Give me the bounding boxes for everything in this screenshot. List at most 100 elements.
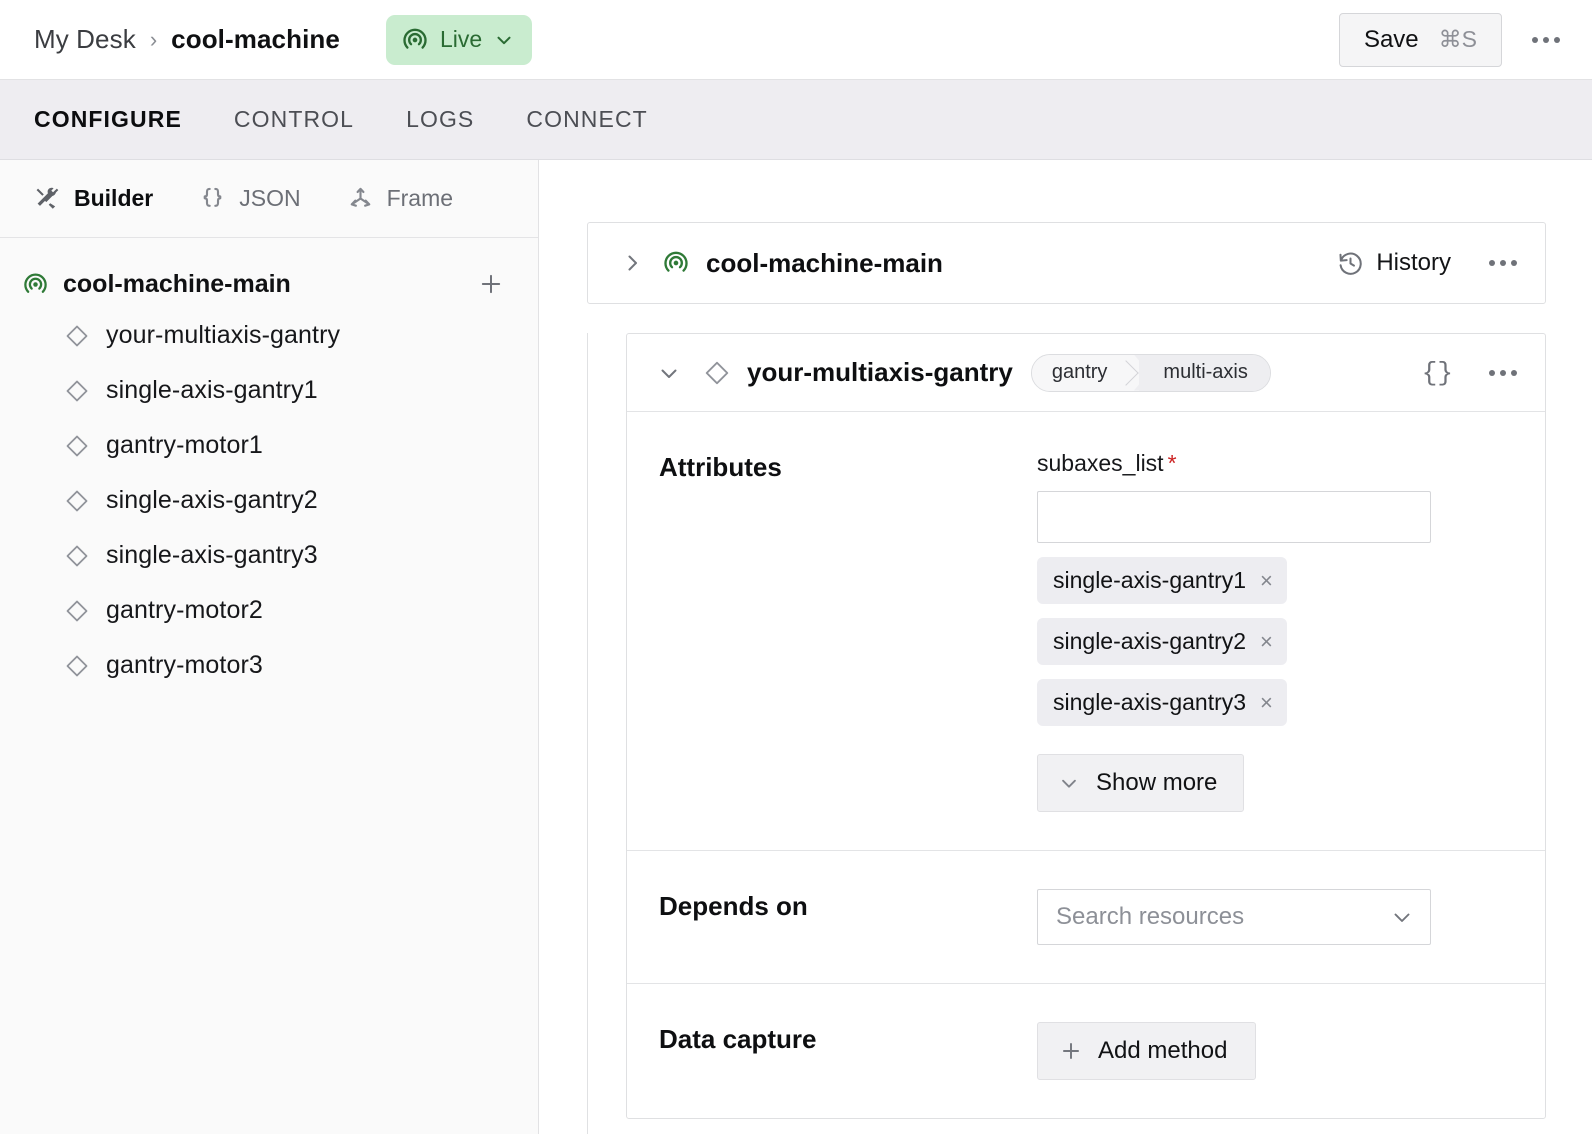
sidebar-item-single-axis-gantry3[interactable]: single-axis-gantry3 [0,528,538,583]
mode-frame[interactable]: Frame [347,185,453,212]
show-more-button[interactable]: Show more [1037,754,1245,812]
clock-rewind-icon [1337,250,1364,277]
save-button[interactable]: Save ⌘S [1338,12,1502,67]
sidebar-item-label: gantry-motor1 [106,431,263,459]
resource-type-pill-primary: gantry [1031,354,1124,391]
resource-tree: cool-machine-main your-multiaxis-gantry … [0,238,538,1134]
tab-control[interactable]: CONTROL [233,106,355,132]
topbar-overflow-button[interactable] [1526,20,1566,60]
chevron-down-icon [1390,905,1414,929]
plus-icon [1058,1038,1084,1064]
diamond-icon [64,543,90,569]
history-button-label: History [1376,249,1451,276]
required-marker: * [1167,450,1177,476]
tree-root-label: cool-machine-main [63,269,291,298]
top-bar: My Desk › cool-machine Live Save ⌘S [0,0,1592,80]
sidebar-item-gantry-motor3[interactable]: gantry-motor3 [0,638,538,693]
sidebar-item-label: single-axis-gantry1 [106,376,318,404]
machine-card-overflow-button[interactable] [1483,243,1523,283]
tools-icon [34,185,61,212]
section-depends-on: Depends on Search resources [627,851,1545,984]
braces-icon[interactable]: {} [1421,357,1453,388]
breadcrumb-current: cool-machine [171,24,340,54]
sidebar-item-gantry-motor2[interactable]: gantry-motor2 [0,583,538,638]
breadcrumb-root[interactable]: My Desk [34,24,136,54]
depends-on-select[interactable]: Search resources [1037,889,1431,945]
diamond-icon [703,359,731,387]
chip-label: single-axis-gantry3 [1053,689,1247,715]
diamond-icon [64,378,90,404]
show-more-label: Show more [1096,769,1218,796]
sidebar-item-label: single-axis-gantry2 [106,486,318,514]
resource-type-pill-secondary: multi-axis [1139,354,1270,391]
ellipsis-icon [1532,36,1560,43]
braces-icon [199,185,226,212]
status-badge-live[interactable]: Live [385,14,533,65]
resource-title: your-multiaxis-gantry [747,357,1013,387]
add-resource-button[interactable] [474,267,508,301]
sidebar-item-label: your-multiaxis-gantry [106,321,341,349]
tree-root-cool-machine-main[interactable]: cool-machine-main [0,260,538,308]
tab-configure[interactable]: CONFIGURE [34,106,182,132]
axes-icon [347,185,374,212]
diamond-icon [64,653,90,679]
chevron-down-icon [1058,772,1080,794]
resource-card-actions: {} [1422,353,1523,393]
resource-card-your-multiaxis-gantry: your-multiaxis-gantry gantry multi-axis … [626,333,1546,1119]
machine-card-header: cool-machine-main History [587,222,1546,304]
primary-tab-bar: CONFIGURE CONTROL LOGS CONNECT [0,80,1592,160]
diamond-icon [64,488,90,514]
nested-resources-rail: your-multiaxis-gantry gantry multi-axis … [587,333,1546,1134]
sidebar-item-label: gantry-motor3 [106,651,263,679]
chip-label: single-axis-gantry2 [1053,628,1247,654]
tab-logs[interactable]: LOGS [406,106,475,132]
tab-connect[interactable]: CONNECT [526,106,648,132]
sidebar-item-label: single-axis-gantry3 [106,541,318,569]
breadcrumb-separator-icon: › [149,26,158,52]
resource-card-header: your-multiaxis-gantry gantry multi-axis … [627,334,1545,412]
broadcast-icon [401,26,429,54]
ellipsis-icon [1489,369,1517,376]
subaxes-chip-list: single-axis-gantry2 × [1037,604,1515,665]
save-button-label: Save [1363,25,1419,53]
chevron-right-icon[interactable] [620,251,644,275]
depends-on-label: Depends on [659,891,808,921]
attributes-field-group: subaxes_list* single-axis-gantry1 × sing… [1037,450,1515,812]
diamond-icon [64,598,90,624]
depends-on-field-group: Search resources [1037,889,1515,945]
body-split: Builder JSON [0,160,1592,1134]
add-method-button[interactable]: Add method [1037,1022,1257,1080]
mode-json[interactable]: JSON [199,185,301,212]
save-shortcut-label: ⌘S [1438,26,1477,52]
chip-remove-icon[interactable]: × [1260,567,1273,593]
sidebar-item-your-multiaxis-gantry[interactable]: your-multiaxis-gantry [0,308,538,363]
add-method-label: Add method [1098,1037,1228,1064]
subaxes-list-label-text: subaxes_list [1037,450,1164,476]
data-capture-label: Data capture [659,1024,817,1054]
chip-single-axis-gantry3[interactable]: single-axis-gantry3 × [1037,679,1287,726]
chip-remove-icon[interactable]: × [1260,628,1273,654]
broadcast-icon [22,271,49,298]
sidebar-item-gantry-motor1[interactable]: gantry-motor1 [0,418,538,473]
chevron-down-icon [493,29,515,51]
sidebar-item-single-axis-gantry2[interactable]: single-axis-gantry2 [0,473,538,528]
sidebar-item-single-axis-gantry1[interactable]: single-axis-gantry1 [0,363,538,418]
sidebar: Builder JSON [0,160,539,1134]
chip-label: single-axis-gantry1 [1053,567,1247,593]
mode-builder[interactable]: Builder [34,185,153,212]
diamond-icon [64,323,90,349]
diamond-icon [64,433,90,459]
machine-title: cool-machine-main [706,247,943,278]
data-capture-field-group: Add method [1037,1022,1515,1080]
resource-card-overflow-button[interactable] [1483,353,1523,393]
chip-remove-icon[interactable]: × [1260,689,1273,715]
depends-on-placeholder: Search resources [1056,903,1245,930]
chip-single-axis-gantry1[interactable]: single-axis-gantry1 × [1037,557,1287,604]
chip-single-axis-gantry2[interactable]: single-axis-gantry2 × [1037,618,1287,665]
pill-chevron-separator-icon [1123,354,1140,391]
sidebar-item-label: gantry-motor2 [106,596,263,624]
chevron-down-icon[interactable] [657,361,681,385]
history-button[interactable]: History [1329,243,1459,283]
subaxes-list-input[interactable] [1037,491,1431,543]
status-badge-label: Live [439,26,483,52]
